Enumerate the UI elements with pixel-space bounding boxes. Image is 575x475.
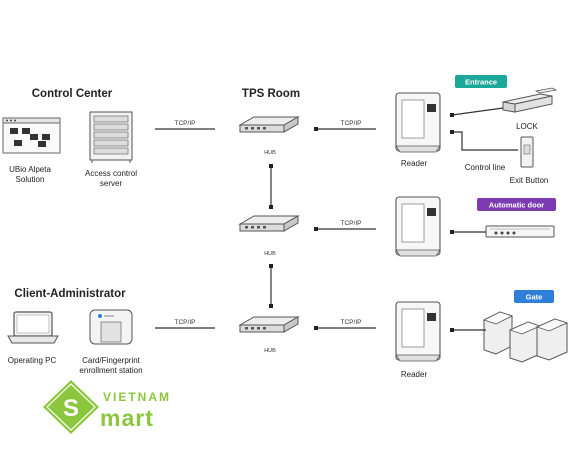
logo-top-text: VIETNAM xyxy=(103,390,171,404)
hub-switch-icon-3 xyxy=(238,316,300,333)
automatic-door-badge-label: Automatic door xyxy=(489,201,544,210)
connector-dot xyxy=(450,230,454,234)
heading-control-center: Control Center xyxy=(32,88,113,100)
logo-mark: S xyxy=(63,395,79,422)
control-line-label: Control line xyxy=(465,163,506,172)
enroll-label-line2: enrollment station xyxy=(79,366,142,375)
connector-dot xyxy=(269,304,273,308)
tcp-label-hub3-reader3: TCP/IP xyxy=(341,319,362,326)
hub-label-1: HUB xyxy=(264,150,276,156)
connector-dot xyxy=(314,326,318,330)
door-controller-icon xyxy=(485,225,555,238)
magnetic-lock-icon xyxy=(502,87,558,113)
connector-dot xyxy=(450,113,454,117)
hub-switch-icon-1 xyxy=(238,116,300,133)
wire-reader-lock xyxy=(451,107,504,116)
connector-dot xyxy=(314,127,318,131)
heading-tps-room: TPS Room xyxy=(242,88,300,100)
pc-label: Operating PC xyxy=(8,356,57,365)
lock-label: LOCK xyxy=(516,122,538,131)
enroll-label-line1: Card/Fingerprint xyxy=(82,356,141,365)
hub-label-2: HUB xyxy=(264,251,276,257)
vietnam-smart-logo: S VIETNAM mart xyxy=(43,380,171,434)
heading-client-admin: Client-Administrator xyxy=(14,288,126,300)
enrollment-station-icon xyxy=(89,309,133,345)
entrance-badge xyxy=(455,75,507,88)
automatic-door-badge xyxy=(477,198,556,211)
tcp-label-enroll-hub3: TCP/IP xyxy=(175,319,196,326)
connector-dot xyxy=(450,328,454,332)
wire-reader-exit xyxy=(452,131,518,151)
server-label-line2: server xyxy=(100,179,123,188)
server-rack-icon xyxy=(89,111,133,163)
hub-switch-icon-2 xyxy=(238,215,300,232)
connector-dot xyxy=(269,264,273,268)
connector-dot xyxy=(450,130,454,134)
hub-label-3: HUB xyxy=(264,348,276,354)
ubio-label-line2: Solution xyxy=(16,175,45,184)
reader-device-icon-2 xyxy=(395,196,441,257)
connector-dot xyxy=(269,205,273,209)
exit-button-icon xyxy=(520,136,534,168)
server-label-line1: Access control xyxy=(85,169,137,178)
gate-badge xyxy=(514,290,554,303)
reader-device-icon-3 xyxy=(395,301,441,362)
reader-label-1: Reader xyxy=(401,159,428,168)
turnstile-gate-icon xyxy=(482,311,569,363)
ubio-label-line1: UBio Alpeta xyxy=(9,165,51,174)
tcp-label-hub2-reader2: TCP/IP xyxy=(341,220,362,227)
logo-bottom-text: mart xyxy=(100,405,154,431)
ubio-software-window-icon xyxy=(2,117,61,154)
tcp-label-hub1-reader1: TCP/IP xyxy=(341,120,362,127)
reader-device-icon-1 xyxy=(395,92,441,153)
connector-dot xyxy=(269,164,273,168)
exit-button-label: Exit Button xyxy=(510,176,549,185)
connector-dot xyxy=(314,227,318,231)
gate-badge-label: Gate xyxy=(526,293,543,302)
reader-label-3: Reader xyxy=(401,370,428,379)
entrance-badge-label: Entrance xyxy=(465,78,497,87)
tcp-label-server-hub1: TCP/IP xyxy=(175,120,196,127)
laptop-icon xyxy=(7,311,59,344)
